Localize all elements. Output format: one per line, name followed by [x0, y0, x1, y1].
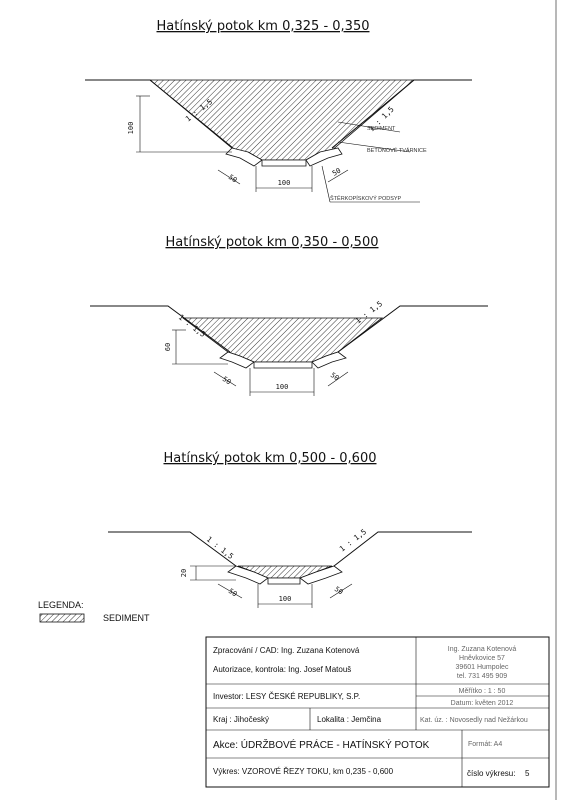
tb-cislo-value: 5: [525, 769, 530, 778]
callout-concrete-blocks: BETONOVÉ TVÁRNICE: [367, 147, 427, 154]
section-3-slope-right: 1 : 1,5: [338, 527, 368, 554]
tb-vykres: Výkres: VZOROVÉ ŘEZY TOKU, km 0,235 - 0,…: [213, 767, 394, 776]
tb-authorization: Autorizace, kontrola: Ing. Josef Matouš: [213, 665, 351, 674]
legend: LEGENDA: SEDIMENT: [38, 600, 150, 623]
cross-section-2: Hatínský potok km 0,350 - 0,500 60 1 : 1…: [90, 235, 488, 396]
tb-investor: Investor: LESY ČESKÉ REPUBLIKY, S.P.: [213, 692, 360, 701]
tb-address-phone: tel. 731 495 909: [457, 673, 507, 680]
callout-gravel-bed: ŠTĚRKOPÍSKOVÝ PODSYP: [330, 194, 402, 202]
sediment-fill-2: [181, 317, 384, 363]
section-3-slope-left: 1 : 1,5: [205, 534, 235, 561]
tb-date: Datum: květen 2012: [451, 700, 514, 707]
tb-address-street: Hněvkovice 57: [459, 655, 505, 662]
section-3-title: Hatínský potok km 0,500 - 0,600: [164, 451, 377, 466]
section-3-side-dim-left: 50: [227, 587, 239, 598]
tb-scale: Měřítko : 1 : 50: [459, 688, 506, 695]
section-3-bottom-dim: 100: [279, 595, 292, 603]
section-1-side-dim-left: 50: [227, 173, 239, 184]
section-2-height-dim: 60: [164, 343, 172, 351]
tb-format: Formát: A4: [468, 741, 502, 748]
section-1-side-dim-right: 50: [331, 167, 342, 178]
section-3-side-dim-right: 50: [333, 585, 345, 596]
section-2-side-dim-right: 50: [329, 371, 341, 382]
legend-item-sediment: SEDIMENT: [103, 613, 150, 623]
legend-swatch-sediment: [39, 613, 85, 623]
section-2-side-dim-left: 50: [221, 375, 233, 386]
tb-cislo-label: číslo výkresu:: [467, 769, 515, 778]
tb-lokalita: Lokalita : Jemčina: [317, 715, 382, 724]
cross-section-3: Hatínský potok km 0,500 - 0,600 20 1 : 1…: [108, 451, 472, 608]
tb-author: Zpracování / CAD: Ing. Zuzana Kotenová: [213, 646, 360, 655]
tb-katastr: Kat. úz. : Novosedly nad Nežárkou: [420, 717, 528, 724]
section-1-bottom-dim: 100: [278, 179, 291, 187]
section-2-bottom-dim: 100: [276, 383, 289, 391]
title-block: Zpracování / CAD: Ing. Zuzana Kotenová A…: [205, 636, 550, 788]
tb-address-city: 39601 Humpolec: [456, 664, 509, 671]
tb-akce: Akce: ÚDRŽBOVÉ PRÁCE - HATÍNSKÝ POTOK: [213, 738, 430, 751]
section-1-title: Hatínský potok km 0,325 - 0,350: [157, 19, 370, 34]
cross-section-1: Hatínský potok km 0,325 - 0,350 100 1 : …: [85, 19, 472, 203]
section-3-height-dim: 20: [180, 569, 188, 577]
tb-address-name: Ing. Zuzana Kotenová: [448, 646, 517, 653]
section-1-height-dim: 100: [127, 122, 135, 135]
section-2-title: Hatínský potok km 0,350 - 0,500: [166, 235, 379, 250]
legend-heading: LEGENDA:: [38, 600, 84, 610]
tb-kraj: Kraj : Jihočeský: [213, 715, 269, 724]
callout-sediment: SEDIMENT: [367, 126, 396, 132]
